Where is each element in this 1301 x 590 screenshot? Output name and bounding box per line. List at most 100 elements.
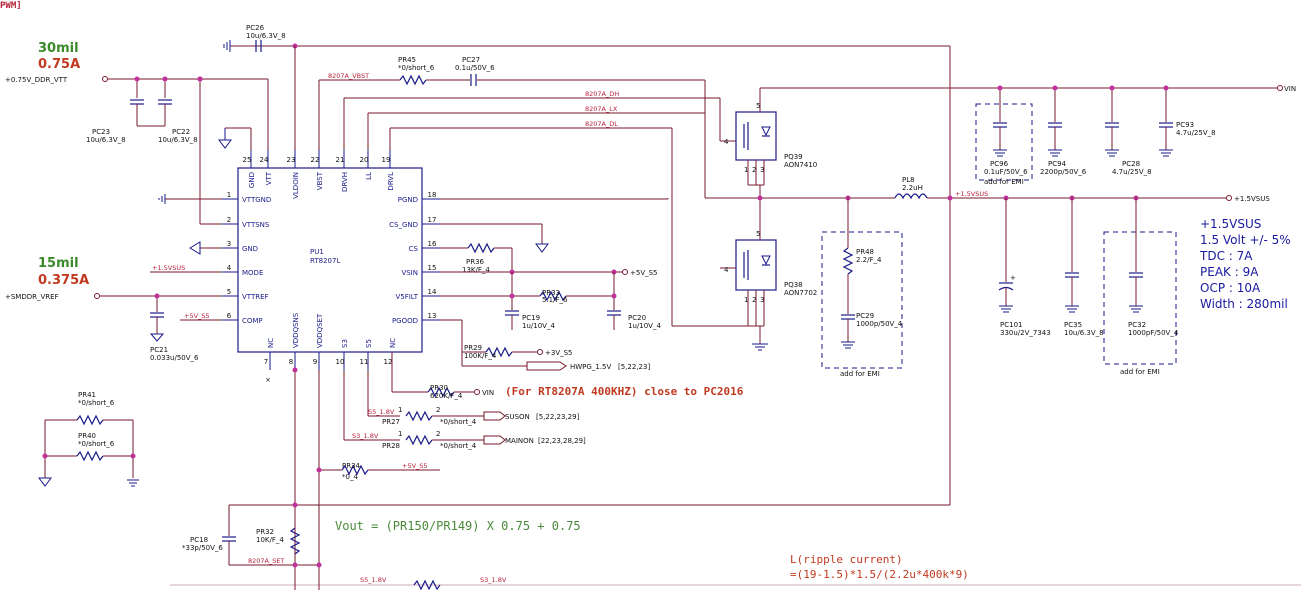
spec-tdc: TDC : 7A bbox=[1199, 249, 1253, 263]
s3-18v-label: S3_1.8V bbox=[352, 432, 379, 440]
pc35-val: 10u/6.3V_8 bbox=[1064, 329, 1104, 337]
ic-pin-name: DRVL bbox=[387, 172, 395, 191]
pc27-ref: PC27 bbox=[462, 56, 480, 64]
ic-pin-name: VBST bbox=[316, 171, 324, 190]
pc19-ref: PC19 bbox=[522, 314, 540, 322]
svg-text:2: 2 bbox=[752, 166, 756, 174]
ic-pin-number: 16 bbox=[428, 240, 437, 248]
ic-pin-number: 19 bbox=[382, 156, 391, 164]
ic-pin-name: S5 bbox=[365, 339, 373, 348]
pc21-ref: PC21 bbox=[150, 346, 168, 354]
suson-label: SUSON bbox=[505, 413, 530, 421]
comp-net-label: +5V_S5 bbox=[184, 312, 210, 320]
pc23-val: 10u/6.3V_8 bbox=[86, 136, 126, 144]
nc-mark: × bbox=[265, 376, 271, 384]
pr34-val: *0_4 bbox=[342, 473, 358, 481]
set-label: 8207A_SET bbox=[248, 557, 284, 565]
ic-pin-name: COMP bbox=[242, 317, 263, 325]
pc22-val: 10u/6.3V_8 bbox=[158, 136, 198, 144]
pq39-ref: PQ39 bbox=[784, 153, 803, 161]
pc101-ref: PC101 bbox=[1000, 321, 1022, 329]
pr30-ref: PR30 bbox=[430, 384, 448, 392]
pr30-val: 620K/F_4 bbox=[430, 392, 463, 400]
pc28-val: 4.7u/25V_8 bbox=[1112, 168, 1152, 176]
svg-text:2: 2 bbox=[436, 430, 440, 438]
pr29-ref: PR29 bbox=[464, 344, 482, 352]
v3s5-label: +3V_S5 bbox=[545, 349, 573, 357]
mode-net: +1.5VSUS bbox=[150, 264, 238, 273]
ic-pin-name: VDDQSNS bbox=[292, 312, 300, 348]
pc29-val: 1000p/50V_4 bbox=[856, 320, 903, 328]
pc27-val: 0.1u/50V_6 bbox=[455, 64, 495, 72]
ic-pin-name: NC bbox=[389, 338, 397, 348]
ic-pin-number: 9 bbox=[313, 358, 317, 366]
top-pin-wires: 8207A_VBST 8207A_DH 8207A_LX 8207A_DL bbox=[294, 46, 748, 327]
ic-pin-number: 11 bbox=[360, 358, 369, 366]
hwpg-refs: [5,22,23] bbox=[618, 363, 650, 371]
pr48-ref: PR48 bbox=[856, 248, 874, 256]
vbst-label: 8207A_VBST bbox=[328, 72, 369, 80]
ic-pin-number: 10 bbox=[336, 358, 345, 366]
hwpg-label: HWPG_1.5V bbox=[570, 363, 611, 371]
pl8-ref: PL8 bbox=[902, 176, 915, 184]
spec-volt: 1.5 Volt +/- 5% bbox=[1200, 233, 1291, 247]
spec-rail: +1.5VSUS bbox=[1200, 217, 1261, 231]
pq38-ref: PQ38 bbox=[784, 281, 803, 289]
pr29-val: 100K/F_4 bbox=[464, 352, 497, 360]
ic-pin-number: 1 bbox=[227, 191, 231, 199]
pc32-ref: PC32 bbox=[1128, 321, 1146, 329]
pr41-ref: PR41 bbox=[78, 391, 96, 399]
pr40-ref: PR40 bbox=[78, 432, 96, 440]
mode-net-label: +1.5VSUS bbox=[152, 264, 185, 272]
vref-width-note: 15mil bbox=[38, 256, 79, 271]
ic-pin-name: S3 bbox=[341, 339, 349, 348]
pc26-val: 10u/6.3V_8 bbox=[246, 32, 286, 40]
mainon-label: MAINON bbox=[505, 437, 534, 445]
vin-rail: VIN bbox=[230, 45, 1296, 506]
pc96-ref: PC96 bbox=[990, 160, 1009, 168]
pc94-val: 2200p/50V_6 bbox=[1040, 168, 1087, 176]
ic-pin-name: VTTSNS bbox=[242, 221, 270, 229]
ic-pin-number: 5 bbox=[227, 288, 231, 296]
svg-text:4: 4 bbox=[724, 266, 729, 274]
pr30-resistor: VIN PR30 620K/F_4 bbox=[391, 352, 494, 400]
ic-pin-name: PGND bbox=[398, 196, 418, 204]
pq38-val: AON7702 bbox=[784, 289, 817, 297]
pc22-ref: PC22 bbox=[172, 128, 190, 136]
ic-pin-number: 22 bbox=[311, 156, 320, 164]
s3-18v-bottom: S3_1.8V bbox=[480, 576, 507, 584]
vtt-current-note: 0.75A bbox=[38, 57, 80, 72]
pr32-val: 10K/F_4 bbox=[256, 536, 284, 544]
ripple-title: L(ripple current) bbox=[790, 553, 903, 566]
ic-pin-name: V5FILT bbox=[395, 293, 418, 301]
pc20-ref: PC20 bbox=[628, 314, 646, 322]
pc19-val: 1u/10V_4 bbox=[522, 322, 555, 330]
pc18-ref: PC18 bbox=[190, 536, 208, 544]
svg-text:4: 4 bbox=[724, 138, 729, 146]
out-15vsus-left: +1.5VSUS bbox=[955, 190, 988, 198]
dh-label: 8207A_DH bbox=[585, 90, 619, 98]
pr32-ref: PR32 bbox=[256, 528, 274, 536]
dl-label: 8207A_DL bbox=[585, 120, 618, 128]
svg-text:2: 2 bbox=[436, 406, 440, 414]
vsin-5vs5-label: +5V_S5 bbox=[630, 269, 658, 277]
pr28-ref: PR28 bbox=[382, 442, 400, 450]
pc20-val: 1u/10V_4 bbox=[628, 322, 661, 330]
ic-pin-number: 23 bbox=[287, 156, 296, 164]
pc18-pr32: PC18 *33p/50V_6 PR32 10K/F_4 8207A_SET bbox=[182, 467, 322, 590]
pr34-ref: PR34 bbox=[342, 462, 361, 470]
ripple-formula: =(19-1.5)*1.5/(2.2u*400k*9) bbox=[790, 568, 969, 581]
svg-text:5: 5 bbox=[756, 102, 760, 110]
emi-right-label: add for EMI bbox=[1120, 368, 1160, 376]
output-caps: + PC101 330u/2V_7343 PC35 10u/6.3V_8 PC3… bbox=[998, 198, 1179, 376]
rt8207a-note: (For RT8207A 400KHZ) close to PC2016 bbox=[505, 385, 744, 398]
ic-pin-name: VDDQSET bbox=[316, 313, 324, 348]
pc28-ref: PC28 bbox=[1122, 160, 1140, 168]
ic-pin-name: MODE bbox=[242, 269, 263, 277]
ic-pin-name: CS bbox=[409, 245, 419, 253]
header-fragment: PWM] bbox=[0, 1, 22, 11]
pr27-ref: PR27 bbox=[382, 418, 400, 426]
pr45-val: *0/short_6 bbox=[398, 64, 435, 72]
svg-text:1: 1 bbox=[744, 166, 748, 174]
